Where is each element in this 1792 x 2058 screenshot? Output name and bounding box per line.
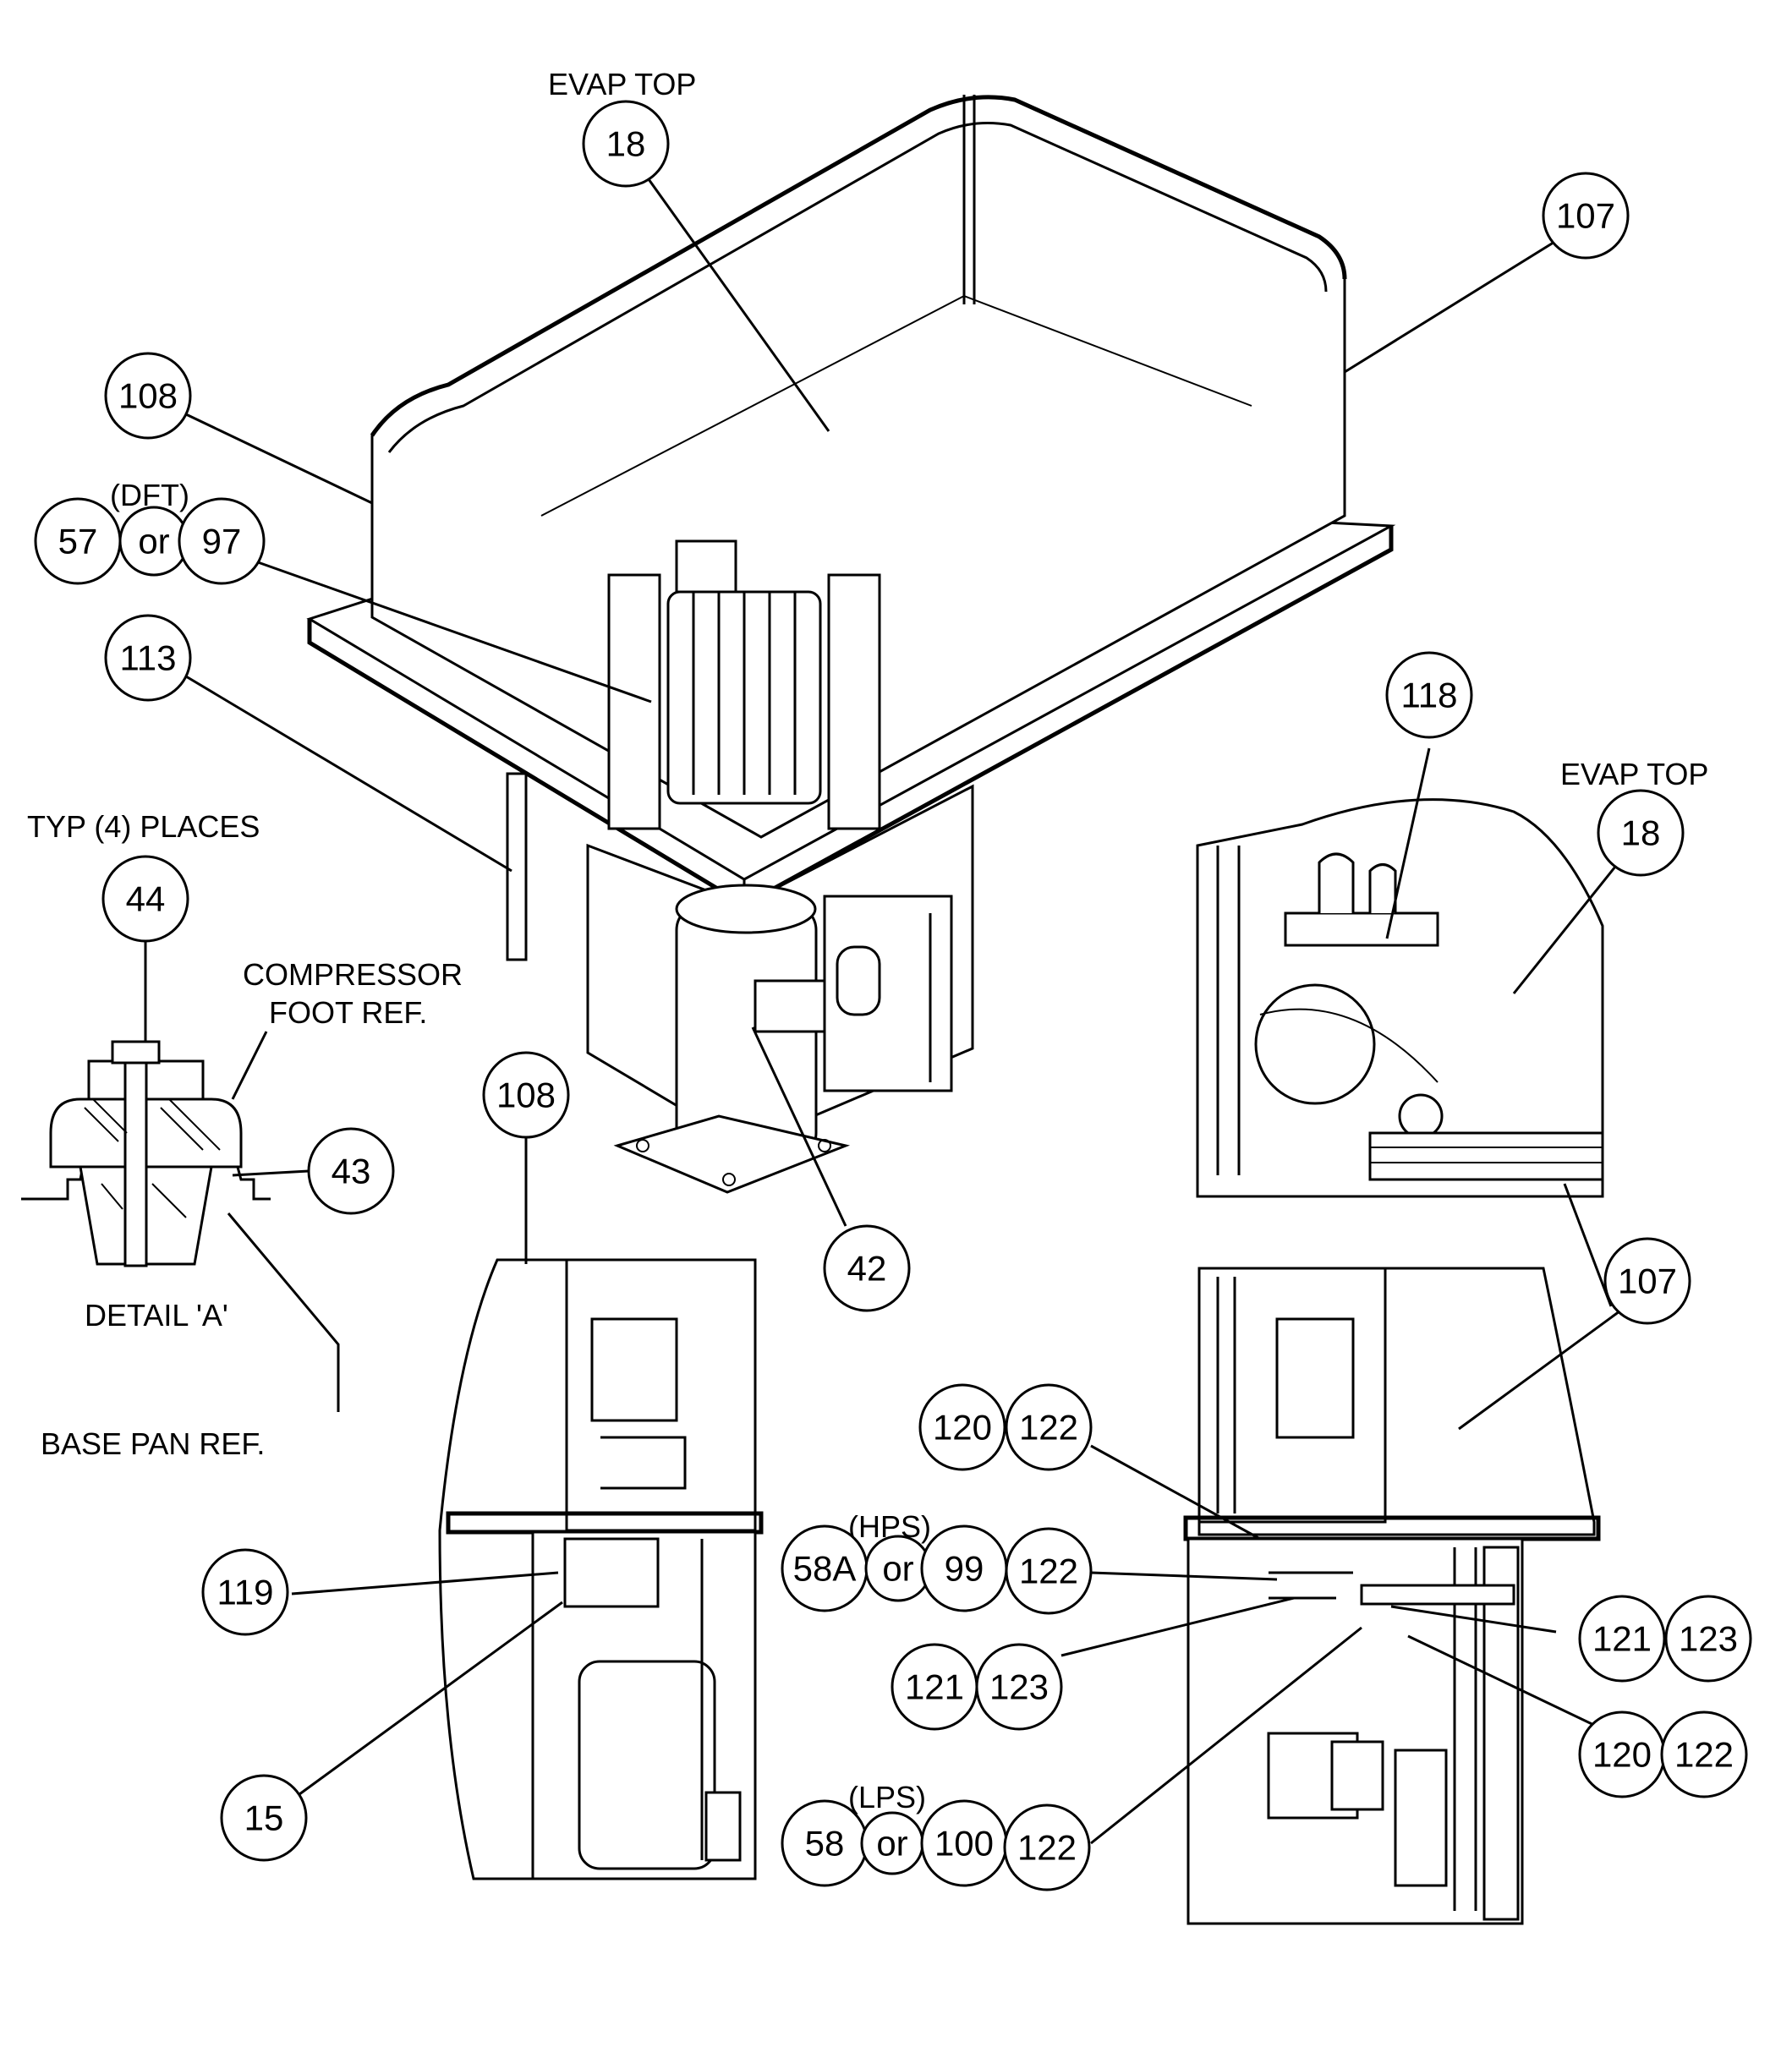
callout-108-top bbox=[104, 352, 192, 440]
compressor-base bbox=[613, 1114, 851, 1194]
callout-43 bbox=[307, 1127, 395, 1215]
left-bottom-detail bbox=[438, 1258, 764, 1880]
callout-18-evap-text: 18 bbox=[606, 124, 646, 164]
callout-123-a-text: 123 bbox=[989, 1667, 1049, 1707]
note-compressor-foot-2: FOOT REF. bbox=[269, 995, 427, 1030]
callout-or-1-text: or bbox=[138, 522, 169, 561]
callouts bbox=[34, 100, 1752, 1891]
callout-113 bbox=[104, 614, 192, 702]
callout-122-b bbox=[1005, 1527, 1093, 1615]
callout-18-right bbox=[1597, 789, 1685, 877]
callout-121-b-text: 121 bbox=[1592, 1619, 1652, 1659]
callout-121-a-text: 121 bbox=[905, 1667, 964, 1707]
callout-108-lower-text: 108 bbox=[496, 1076, 556, 1115]
callout-123-a bbox=[975, 1643, 1063, 1731]
callout-42-text: 42 bbox=[847, 1249, 887, 1289]
coil-fin-right bbox=[827, 573, 881, 830]
callout-120-a bbox=[918, 1383, 1006, 1471]
callout-118-text: 118 bbox=[1401, 676, 1458, 715]
callout-99-text: 99 bbox=[945, 1549, 984, 1589]
text-notes: EVAP TOP EVAP TOP (DFT) TYP (4) PLACES C… bbox=[27, 67, 1708, 1814]
callout-122-b-text: 122 bbox=[1019, 1552, 1078, 1591]
callout-labels: 18 107 108 57 or 97 113 118 18 44 43 42 … bbox=[58, 124, 1738, 1868]
tubing-header bbox=[1284, 911, 1439, 947]
callout-119-text: 119 bbox=[217, 1573, 274, 1612]
leader-lines bbox=[144, 172, 1633, 1845]
callout-107-lower bbox=[1603, 1237, 1691, 1325]
callout-120-b-text: 120 bbox=[1592, 1735, 1652, 1775]
filter-drier bbox=[1394, 1749, 1448, 1887]
evap-top-assembly bbox=[306, 95, 1396, 1194]
callout-or-3-text: or bbox=[876, 1824, 907, 1864]
callout-or-2-text: or bbox=[882, 1549, 913, 1589]
callout-43-text: 43 bbox=[332, 1152, 371, 1191]
callout-113-text: 113 bbox=[120, 638, 177, 678]
callout-97-text: 97 bbox=[202, 522, 242, 561]
callout-57-text: 57 bbox=[58, 522, 98, 561]
compressor-label-plate bbox=[754, 979, 833, 1033]
panel-bracket bbox=[506, 772, 528, 961]
callout-107-top bbox=[1542, 172, 1630, 260]
callout-122-d-text: 122 bbox=[1017, 1828, 1077, 1868]
right-detail-top bbox=[1196, 798, 1604, 1198]
callout-118 bbox=[1385, 651, 1473, 739]
part-119-box bbox=[563, 1537, 660, 1608]
callout-119 bbox=[201, 1548, 289, 1636]
note-base-pan: BASE PAN REF. bbox=[41, 1426, 265, 1461]
callout-18-evap bbox=[582, 100, 670, 188]
callout-107-top-text: 107 bbox=[1556, 196, 1615, 236]
callout-100-text: 100 bbox=[934, 1824, 994, 1864]
note-detail-a: DETAIL 'A' bbox=[85, 1298, 228, 1333]
callout-122-c bbox=[1660, 1710, 1748, 1798]
wall-edge-107 bbox=[1368, 1131, 1604, 1181]
right-bottom-detail bbox=[1183, 1267, 1601, 1925]
note-evap-top-1: EVAP TOP bbox=[548, 67, 696, 101]
callout-97 bbox=[178, 497, 266, 585]
note-evap-top-2: EVAP TOP bbox=[1560, 757, 1708, 791]
callout-123-b-text: 123 bbox=[1679, 1619, 1738, 1659]
callout-108-lower bbox=[482, 1051, 570, 1139]
callout-44 bbox=[101, 855, 189, 943]
callout-44-text: 44 bbox=[126, 879, 166, 919]
reversing-valve bbox=[675, 539, 737, 594]
fan-motor bbox=[1254, 983, 1376, 1105]
note-typ-places: TYP (4) PLACES bbox=[27, 809, 260, 844]
callout-58a-text: 58A bbox=[793, 1549, 857, 1589]
callout-122-a bbox=[1005, 1383, 1093, 1471]
note-lps: (LPS) bbox=[848, 1780, 926, 1814]
callout-122-d bbox=[1003, 1803, 1091, 1891]
callout-15 bbox=[220, 1774, 308, 1862]
callout-121-b bbox=[1578, 1595, 1666, 1683]
callout-120-a-text: 120 bbox=[933, 1408, 992, 1448]
evap-wall-rim bbox=[370, 95, 1347, 437]
callout-42 bbox=[823, 1224, 911, 1312]
bolt-shaft bbox=[123, 1061, 148, 1267]
callout-107-lower-text: 107 bbox=[1618, 1262, 1677, 1301]
callout-15-text: 15 bbox=[244, 1798, 284, 1838]
callout-123-b bbox=[1664, 1595, 1752, 1683]
coil-fin-left bbox=[607, 573, 661, 830]
callout-58-text: 58 bbox=[805, 1824, 845, 1864]
bolt-head bbox=[111, 1040, 161, 1065]
tube-sheet bbox=[1482, 1546, 1520, 1921]
compressor-lower bbox=[578, 1660, 716, 1870]
note-compressor-foot-1: COMPRESSOR bbox=[243, 957, 463, 992]
callout-122-a-text: 122 bbox=[1019, 1408, 1078, 1448]
detail-a-drawing bbox=[21, 1040, 271, 1267]
callout-108-top-text: 108 bbox=[118, 376, 178, 416]
callout-18-right-text: 18 bbox=[1621, 813, 1661, 853]
callout-122-c-text: 122 bbox=[1674, 1735, 1734, 1775]
